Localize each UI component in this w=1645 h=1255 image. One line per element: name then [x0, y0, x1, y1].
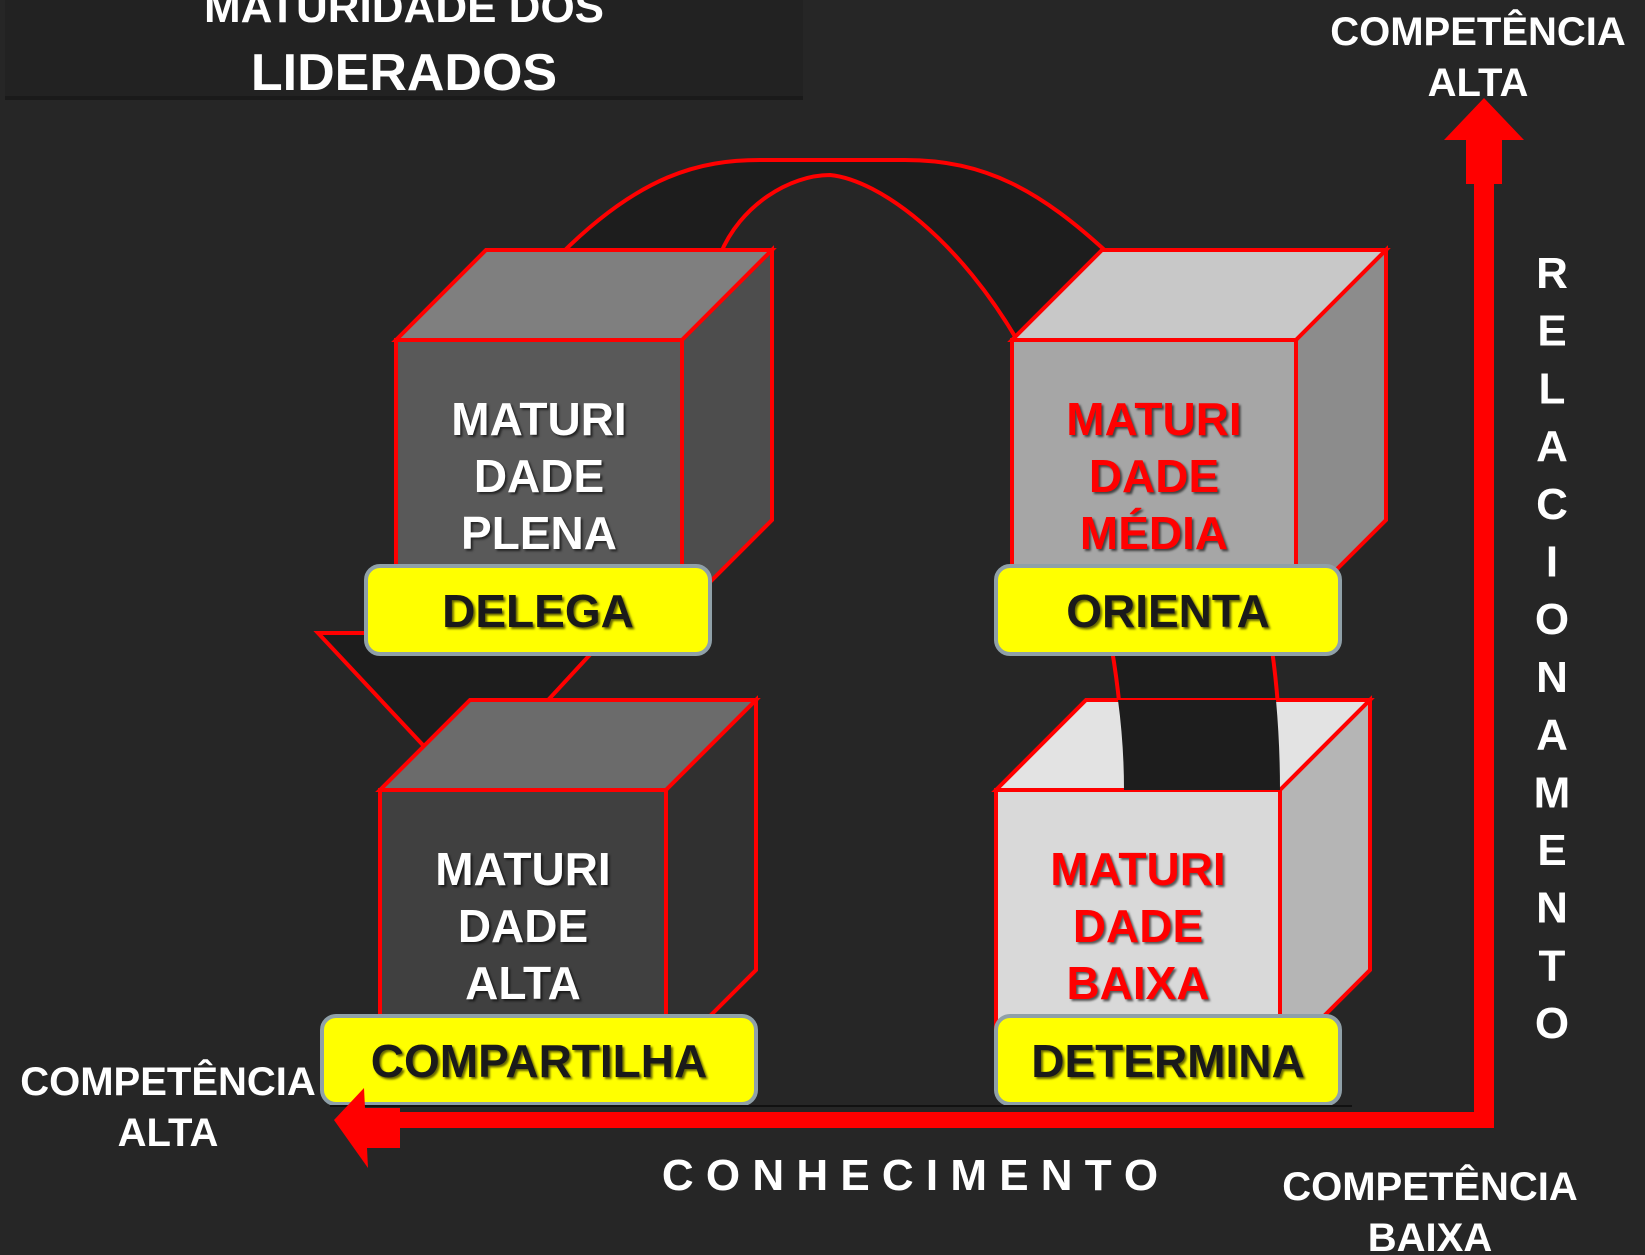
- cube-media: MATURI DADE MÉDIA: [1007, 245, 1391, 615]
- cube-baixa-line-1: MATURI: [1050, 843, 1225, 895]
- vertical-letter: E: [1537, 307, 1566, 356]
- axis-bottom-left-line-1: COMPETÊNCIA: [20, 1058, 316, 1104]
- axis-bottom-left-line-2: ALTA: [118, 1111, 219, 1155]
- cube-alta-line-3: ALTA: [465, 957, 581, 1009]
- horizontal-axis-line: [380, 1112, 1494, 1128]
- label-delega: DELEGA: [364, 564, 712, 656]
- cube-media-line-3: MÉDIA: [1080, 507, 1228, 559]
- axis-top-right-line-2: ALTA: [1428, 61, 1529, 105]
- vertical-letter: R: [1536, 249, 1568, 298]
- cube-media-line-1: MATURI: [1066, 393, 1241, 445]
- vertical-letter: E: [1537, 826, 1566, 875]
- vertical-letter: A: [1536, 711, 1568, 760]
- axis-label-bottom-left: COMPETÊNCIA ALTA: [20, 1058, 316, 1155]
- title-line-2: LIDERADOS: [251, 44, 557, 102]
- label-compartilha-text: COMPARTILHA: [371, 1035, 707, 1087]
- horizontal-axis-arrowhead: [334, 1088, 368, 1168]
- cube-plena: MATURI DADE PLENA: [391, 245, 777, 615]
- vertical-letter: N: [1536, 653, 1568, 702]
- vertical-letter: M: [1534, 768, 1571, 817]
- axis-bottom-right-line-1: COMPETÊNCIA: [1282, 1163, 1578, 1209]
- cube-plena-line-2: DADE: [474, 450, 604, 502]
- vertical-letter: L: [1539, 364, 1566, 413]
- vertical-letter: T: [1539, 941, 1566, 990]
- vertical-letter: C: [1536, 480, 1568, 529]
- cube-plena-line-1: MATURI: [451, 393, 626, 445]
- cube-baixa-line-3: BAIXA: [1066, 957, 1209, 1009]
- vertical-letter: I: [1546, 538, 1558, 587]
- label-delega-text: DELEGA: [442, 585, 634, 637]
- cube-plena-line-3: PLENA: [461, 507, 617, 559]
- label-determina-text: DETERMINA: [1031, 1035, 1304, 1087]
- axis-bottom-right-line-2: BAIXA: [1368, 1216, 1492, 1255]
- axis-label-bottom-right: COMPETÊNCIA BAIXA: [1282, 1163, 1578, 1255]
- axis-horizontal-label: C O N H E C I M E N T O: [662, 1151, 1158, 1200]
- label-orienta-text: ORIENTA: [1066, 585, 1270, 637]
- cube-alta: MATURI DADE ALTA: [375, 695, 761, 1065]
- axis-arrows: [330, 98, 1524, 1168]
- label-orienta: ORIENTA: [994, 564, 1342, 656]
- vertical-letter: A: [1536, 422, 1568, 471]
- label-compartilha: COMPARTILHA: [320, 1014, 758, 1106]
- cube-alta-line-2: DADE: [458, 900, 588, 952]
- title-line-1: MATURIDADE DOS: [204, 0, 604, 32]
- vertical-axis-arrowhead: [1444, 98, 1524, 140]
- vertical-axis-line: [1474, 180, 1494, 1126]
- cube-alta-line-1: MATURI: [435, 843, 610, 895]
- axis-top-right-line-1: COMPETÊNCIA: [1330, 8, 1626, 54]
- cube-media-line-2: DADE: [1089, 450, 1219, 502]
- cube-baixa: MATURI DADE BAIXA: [991, 695, 1375, 1065]
- vertical-letter: O: [1535, 595, 1569, 644]
- cube-baixa-line-2: DADE: [1073, 900, 1203, 952]
- label-determina: DETERMINA: [994, 1014, 1342, 1106]
- axis-label-top-right: COMPETÊNCIA ALTA: [1330, 8, 1626, 105]
- title-box: MATURIDADE DOS LIDERADOS: [5, 0, 803, 102]
- vertical-letter: N: [1536, 884, 1568, 933]
- vertical-letter: O: [1535, 999, 1569, 1048]
